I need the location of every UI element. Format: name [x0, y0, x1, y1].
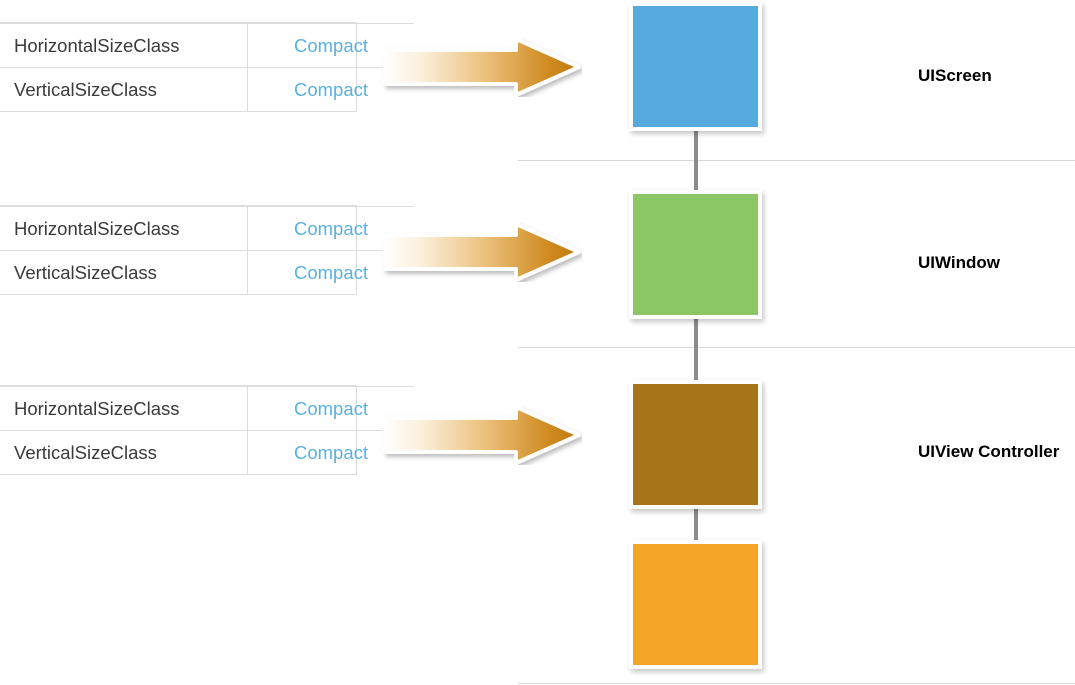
size-class-key: HorizontalSizeClass — [0, 386, 248, 431]
size-class-key: HorizontalSizeClass — [0, 23, 248, 68]
blue-square-icon — [629, 2, 762, 131]
green-square-icon — [629, 190, 762, 319]
table-row: HorizontalSizeClass Compact — [0, 386, 414, 431]
table-row: VerticalSizeClass Compact — [0, 250, 414, 294]
size-class-key: VerticalSizeClass — [0, 67, 248, 111]
stack-label-window: UIWindow — [918, 253, 1000, 272]
size-class-table-window: HorizontalSizeClass Compact VerticalSize… — [0, 205, 414, 295]
size-class-table-viewcontroller: HorizontalSizeClass Compact VerticalSize… — [0, 385, 414, 475]
table-row: HorizontalSizeClass Compact — [0, 206, 414, 251]
stack-label-viewcontroller: UIView Controller — [918, 442, 1060, 461]
table-row: VerticalSizeClass Compact — [0, 430, 414, 474]
stack-label-screen: UIScreen — [918, 66, 992, 85]
right-arrow-icon — [382, 37, 582, 97]
orange-square-icon — [629, 540, 762, 669]
right-arrow-icon — [382, 222, 582, 282]
size-class-key: HorizontalSizeClass — [0, 206, 248, 251]
section-divider-1 — [518, 160, 1075, 161]
size-class-table-screen: HorizontalSizeClass Compact VerticalSize… — [0, 22, 414, 112]
right-arrow-icon — [382, 405, 582, 465]
section-divider-3 — [518, 683, 1075, 684]
size-class-key: VerticalSizeClass — [0, 250, 248, 294]
table-row: HorizontalSizeClass Compact — [0, 23, 414, 68]
table-row: VerticalSizeClass Compact — [0, 67, 414, 111]
size-class-key: VerticalSizeClass — [0, 430, 248, 474]
section-divider-2 — [518, 347, 1075, 348]
brown-square-icon — [629, 380, 762, 509]
